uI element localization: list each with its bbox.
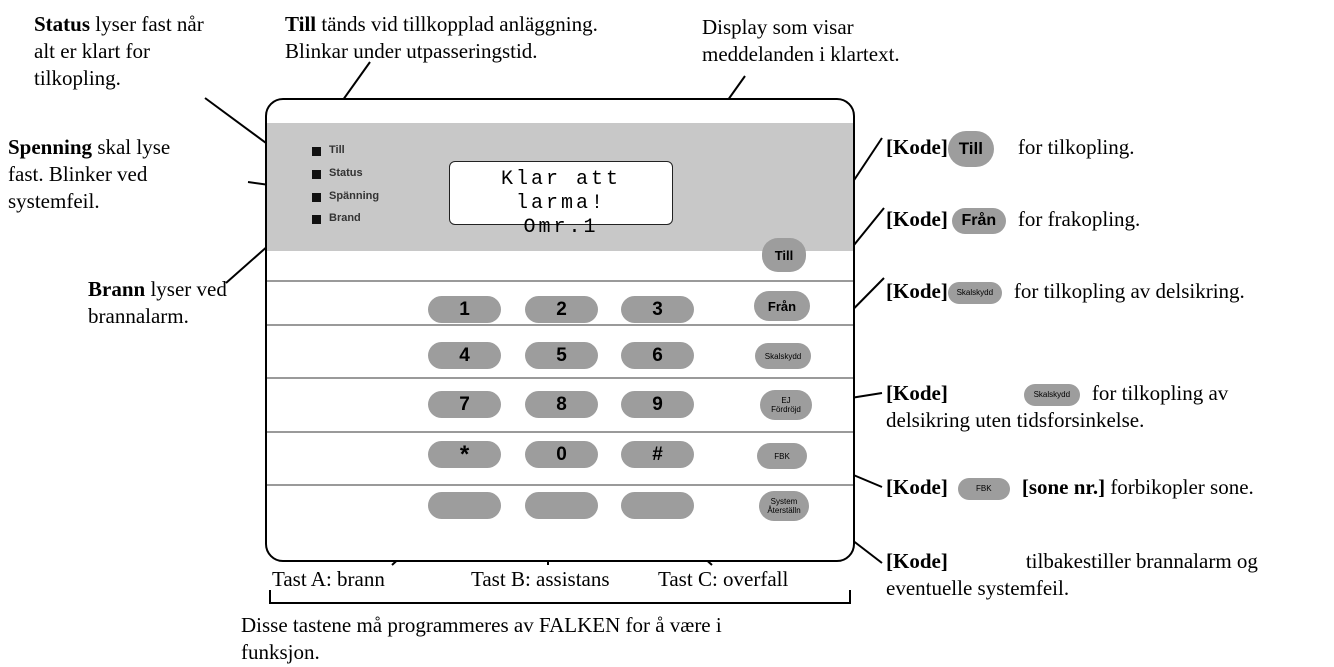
annotation-fran-key: Från (951, 208, 1006, 235)
annotation-till-kode: [Kode] (886, 134, 948, 159)
annotation-ej-right: [Kode] Skalskydd for tilkopling av delsikr… (886, 380, 1228, 434)
annotation-fbk-sone: [sone nr.] (1021, 475, 1106, 499)
lcd-display: Klar att larma! Omr.1 (449, 161, 673, 239)
fbk-button[interactable]: FBK (757, 443, 807, 469)
annotation-status-line3: tilkopling. (34, 66, 121, 90)
ej-fordrojd-label-1: EJ (781, 396, 791, 405)
annotation-status-bold: Status (34, 12, 91, 36)
annotation-display-line1: Display som visar (702, 15, 854, 39)
annotation-brann-line1: lyser ved (145, 277, 227, 301)
annotation-skalskydd-text: for tilkopling av delsikring. (1013, 279, 1245, 303)
led-label-till: Till (329, 144, 345, 156)
key-8[interactable]: 8 (525, 391, 598, 418)
key-b[interactable] (525, 492, 598, 519)
annotation-status-line2: alt er klart for (34, 39, 151, 63)
display-line-1: Klar att larma! (500, 168, 621, 215)
system-label-1: System (770, 497, 798, 506)
annotation-fbk-kode: [Kode] (886, 475, 948, 499)
led-label-brand: Brand (329, 212, 361, 224)
keypad-panel: Till Status Spänning Brand Klar att larm… (265, 98, 855, 562)
system-label-2: Återställn (767, 506, 801, 515)
led-spanning (312, 193, 321, 202)
annotation-spenning: Spenning skal lyse fast. Blinker ved sys… (8, 134, 170, 215)
till-button[interactable]: Till (762, 238, 806, 272)
skalskydd-button[interactable]: Skalskydd (755, 343, 811, 369)
ej-fordrojd-label-2: Fördröjd (771, 405, 801, 414)
annotation-ej-kode: [Kode] (886, 381, 948, 405)
key-3[interactable]: 3 (621, 296, 694, 323)
annotation-brann-bold: Brann (88, 277, 146, 301)
key-4[interactable]: 4 (428, 342, 501, 369)
annotation-ej-text1: for tilkopling av (1091, 381, 1229, 405)
annotation-spenning-line2: fast. Blinker ved (8, 162, 148, 186)
annotation-till-line1: tänds vid tillkopplad anläggning. (316, 12, 598, 36)
key-0[interactable]: 0 (525, 441, 598, 468)
annotation-system-right: [Kode] tilbakestiller brannalarm og event… (886, 548, 1258, 602)
annotation-note-line2: funksjon. (241, 640, 320, 664)
key-2[interactable]: 2 (525, 296, 598, 323)
led-till (312, 147, 321, 156)
key-c[interactable] (621, 492, 694, 519)
led-brand (312, 215, 321, 224)
annotation-skalskydd-right: [Kode]Skalskydd for tilkopling av delsikr… (886, 278, 1245, 305)
annotation-status: Status lyser fast når alt er klart for t… (34, 11, 204, 92)
led-status (312, 170, 321, 179)
led-label-status: Status (329, 167, 363, 179)
key-1[interactable]: 1 (428, 296, 501, 323)
annotation-note: Disse tastene må programmeres av FALKEN … (241, 612, 722, 666)
annotation-fran-text: for frakopling. (1017, 207, 1141, 231)
annotation-tast-c: Tast C: overfall (658, 567, 789, 591)
annotation-fbk-text: forbikopler sone. (1110, 475, 1254, 499)
annotation-till-line2: Blinkar under utpasseringstid. (285, 39, 538, 63)
annotation-fbk-key: FBK (957, 478, 1010, 501)
annotation-fran-kode: [Kode] (886, 207, 948, 231)
annotation-tast-a: Tast A: brann (272, 567, 385, 591)
key-hash[interactable]: # (621, 441, 694, 468)
annotation-display: Display som visar meddelanden i klartext… (702, 14, 900, 68)
key-9[interactable]: 9 (621, 391, 694, 418)
annotation-skalskydd-kode: [Kode] (886, 279, 948, 303)
annotation-display-line2: meddelanden i klartext. (702, 42, 900, 66)
annotation-note-line1: Disse tastene må programmeres av FALKEN … (241, 613, 722, 637)
annotation-till-right: [Kode]Till for tilkopling. (886, 131, 1135, 167)
annotation-till-bold: Till (285, 12, 317, 36)
annotation-system-kode: [Kode] (886, 549, 948, 573)
annotation-system-text1: tilbakestiller brannalarm og (1025, 549, 1258, 573)
annotation-ej-text2: delsikring uten tidsforsinkelse. (886, 408, 1145, 432)
annotation-spenning-line1: skal lyse (92, 135, 171, 159)
annotation-spenning-line3: systemfeil. (8, 189, 100, 213)
annotation-brann: Brann lyser ved brannalarm. (88, 276, 227, 330)
annotation-system-text2: eventuelle systemfeil. (886, 576, 1070, 600)
annotation-till-text: for tilkopling. (1017, 134, 1135, 159)
ej-fordrojd-button[interactable]: EJ Fördröjd (760, 390, 812, 420)
annotation-fbk-right: [Kode] FBK [sone nr.] forbikopler sone. (886, 474, 1254, 501)
key-a[interactable] (428, 492, 501, 519)
key-star[interactable]: * (428, 441, 501, 468)
annotation-spenning-bold: Spenning (8, 135, 93, 159)
fran-button[interactable]: Från (754, 291, 810, 321)
annotation-fran-right: [Kode]Från for frakopling. (886, 206, 1141, 235)
key-7[interactable]: 7 (428, 391, 501, 418)
annotation-skalskydd-key: Skalskydd (947, 282, 1002, 305)
led-label-spanning: Spänning (329, 190, 380, 202)
key-6[interactable]: 6 (621, 342, 694, 369)
system-aterstalln-button[interactable]: System Återställn (759, 491, 809, 521)
annotation-status-line1: lyser fast når (90, 12, 204, 36)
annotation-till: Till tänds vid tillkopplad anläggning. B… (285, 11, 598, 65)
annotation-brann-line2: brannalarm. (88, 304, 189, 328)
annotation-till-key: Till (947, 131, 994, 167)
annotation-tast-b: Tast B: assistans (471, 567, 610, 591)
display-line-2: Omr.1 (523, 216, 599, 239)
key-5[interactable]: 5 (525, 342, 598, 369)
annotation-ej-key: Skalskydd (1023, 384, 1080, 407)
